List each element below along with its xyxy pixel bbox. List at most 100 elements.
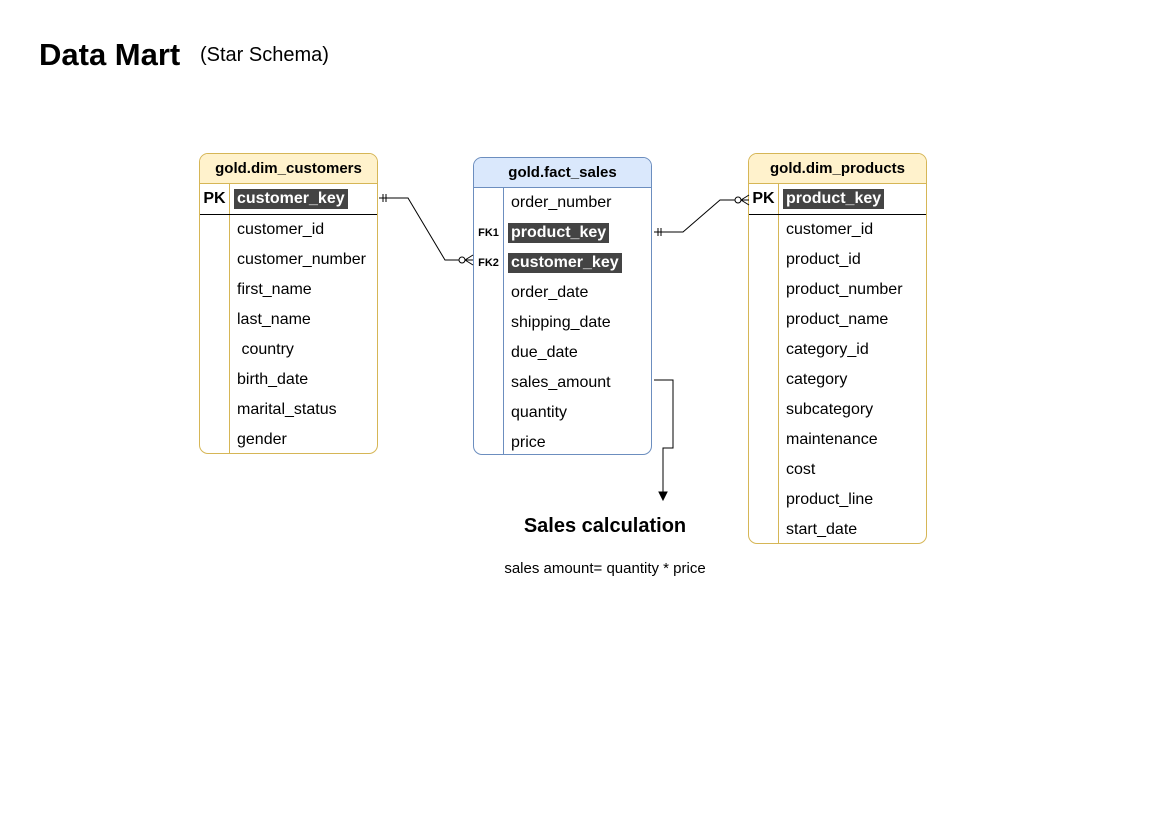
calculation-formula: sales amount= quantity * price [504, 560, 706, 577]
field-name: product_key [508, 223, 610, 243]
field-name: first_name [237, 281, 312, 298]
table-row: maintenance [749, 425, 926, 455]
field-name: start_date [786, 521, 858, 538]
field-name: customer_id [786, 221, 874, 238]
field-name: due_date [511, 344, 578, 361]
page-subtitle: (Star Schema) [200, 44, 329, 66]
table-row: order_date [474, 278, 651, 308]
table-row: product_name [749, 305, 926, 335]
key-cell [749, 515, 779, 543]
pk-label: PK [749, 184, 779, 214]
connector-customers-fact [379, 194, 474, 266]
table-row: birth_date [200, 365, 377, 395]
field-name: customer_key [508, 253, 622, 273]
table-row: product_id [749, 245, 926, 275]
key-label: FK2 [474, 248, 504, 278]
table-row: start_date [749, 515, 926, 543]
table-row: country [200, 335, 377, 365]
key-cell [749, 245, 779, 275]
table-row: customer_id [200, 215, 377, 245]
table-rows: PK customer_key customer_id customer_numb… [200, 184, 377, 453]
key-cell [200, 245, 230, 275]
key-cell [749, 335, 779, 365]
key-cell [749, 395, 779, 425]
connector-sales-calculation [654, 379, 674, 502]
key-cell [200, 215, 230, 245]
table-row-pk: PK customer_key [200, 184, 377, 215]
field-name: customer_number [237, 251, 366, 268]
table-row: last_name [200, 305, 377, 335]
key-cell [749, 305, 779, 335]
key-cell [749, 215, 779, 245]
key-cell [749, 485, 779, 515]
field-name: order_number [511, 194, 612, 211]
table-row: gender [200, 425, 377, 453]
table-row-pk: PK product_key [749, 184, 926, 215]
key-cell [749, 455, 779, 485]
key-cell [474, 368, 504, 398]
field-name: product_id [786, 251, 861, 268]
table-row: category_id [749, 335, 926, 365]
connector-fact-products [654, 194, 750, 236]
table-row: product_line [749, 485, 926, 515]
field-name: category_id [786, 341, 869, 358]
key-cell [474, 188, 504, 218]
table-row: marital_status [200, 395, 377, 425]
field-name: shipping_date [511, 314, 611, 331]
field-name: product_number [786, 281, 903, 298]
table-row: customer_id [749, 215, 926, 245]
key-cell [200, 335, 230, 365]
key-cell [200, 305, 230, 335]
table-dim-products[interactable]: gold.dim_products PK product_key custome… [748, 153, 927, 544]
field-name: gender [237, 431, 287, 448]
field-name: product_line [786, 491, 874, 508]
page-title: Data Mart [39, 37, 181, 72]
field-name: product_name [786, 311, 889, 328]
field-name: price [511, 434, 546, 451]
field-name: marital_status [237, 401, 337, 418]
key-cell [749, 365, 779, 395]
field-name: category [786, 371, 848, 388]
key-cell [200, 425, 230, 453]
table-row: first_name [200, 275, 377, 305]
key-cell [474, 428, 504, 454]
table-row: price [474, 428, 651, 454]
key-cell [474, 308, 504, 338]
table-row: category [749, 365, 926, 395]
field-name: quantity [511, 404, 568, 421]
table-row: due_date [474, 338, 651, 368]
table-row: order_number [474, 188, 651, 218]
key-cell [749, 275, 779, 305]
table-header: gold.dim_customers [200, 154, 377, 184]
key-cell [200, 395, 230, 425]
field-name: sales_amount [511, 374, 611, 391]
table-row: customer_number [200, 245, 377, 275]
table-row: quantity [474, 398, 651, 428]
key-cell [474, 398, 504, 428]
pk-field: customer_key [234, 189, 348, 209]
table-row: product_number [749, 275, 926, 305]
field-name: maintenance [786, 431, 878, 448]
field-name: order_date [511, 284, 589, 301]
field-name: customer_id [237, 221, 325, 238]
field-name: country [237, 341, 294, 358]
pk-field: product_key [783, 189, 885, 209]
calculation-title: Sales calculation [523, 515, 687, 537]
pk-label: PK [200, 184, 230, 214]
key-cell [200, 365, 230, 395]
field-name: cost [786, 461, 816, 478]
table-row: cost [749, 455, 926, 485]
table-dim-customers[interactable]: gold.dim_customers PK customer_key custo… [199, 153, 378, 454]
key-cell [474, 338, 504, 368]
key-cell [474, 278, 504, 308]
key-cell [749, 425, 779, 455]
table-row: subcategory [749, 395, 926, 425]
key-cell [200, 275, 230, 305]
field-name: subcategory [786, 401, 874, 418]
